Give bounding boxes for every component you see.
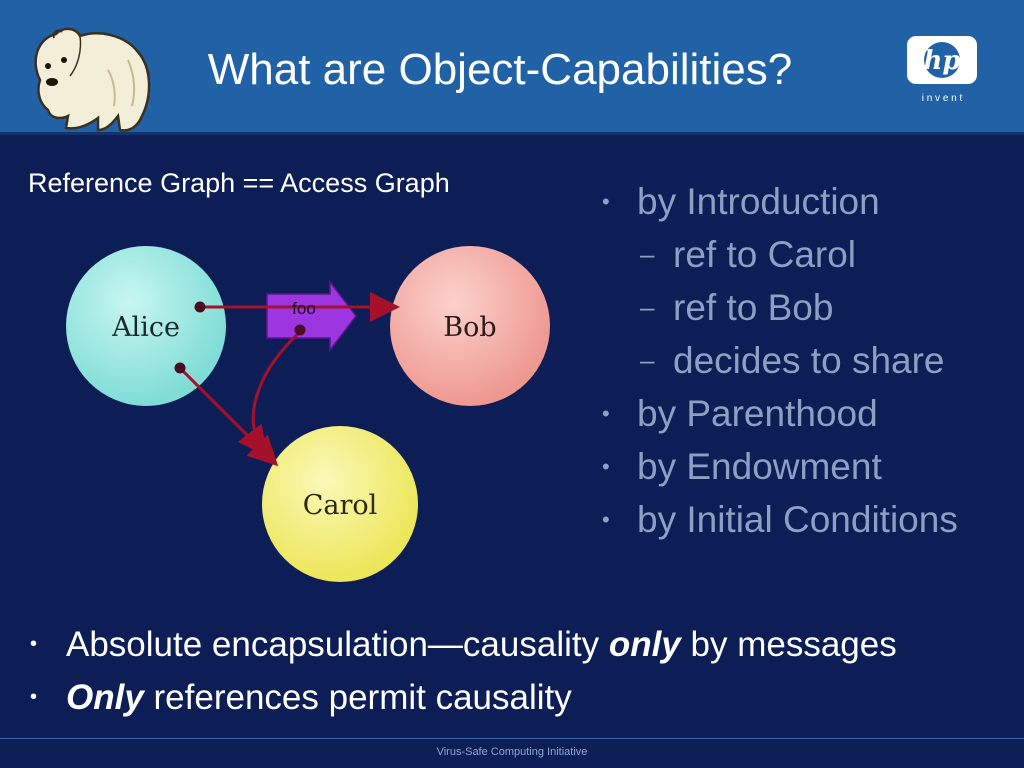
- alice-bob-pointer-dot: [194, 301, 206, 313]
- footer-rule: [0, 738, 1024, 739]
- bob-label: Bob: [443, 312, 496, 343]
- alice-carol-pointer-dot: [174, 362, 186, 374]
- hp-logo-icon: hp i n v e n t: [907, 36, 977, 104]
- list-item-text: ref to Bob: [673, 287, 834, 328]
- list-item: –ref to Carol: [598, 228, 1018, 281]
- alice-label: Alice: [111, 312, 180, 343]
- list-item: • Absolute encapsulation—causality only b…: [30, 618, 897, 671]
- propagation-list: •by Introduction –ref to Carol –ref to B…: [598, 175, 1018, 546]
- list-item-text: by Introduction: [637, 181, 880, 222]
- dash-marker: –: [640, 292, 655, 322]
- list-item-text: decides to share: [673, 340, 945, 381]
- principle-text-start: Absolute encapsulation—causality: [66, 625, 609, 664]
- bullet-marker: •: [602, 401, 610, 426]
- list-item-text: ref to Carol: [673, 234, 857, 275]
- bullet-marker: •: [30, 686, 38, 708]
- bullet-marker: •: [30, 633, 38, 655]
- diagram-caption: Reference Graph == Access Graph: [28, 168, 450, 198]
- foo-to-carol-reference: [237, 330, 302, 457]
- list-item: • by Endowment: [598, 440, 1018, 493]
- list-item-text: by Endowment: [637, 446, 882, 487]
- foo-message-label: foo: [292, 299, 316, 318]
- alice-to-carol-reference: [178, 366, 279, 467]
- hp-logo-text: hp: [923, 46, 960, 76]
- list-item: –ref to Bob: [598, 281, 1018, 334]
- principle-emphasis: only: [608, 625, 681, 664]
- bullet-marker: •: [602, 507, 610, 532]
- dash-marker: –: [640, 345, 655, 375]
- list-item: –decides to share: [598, 334, 1018, 387]
- principle-text-end: references permit causality: [143, 678, 572, 717]
- footer-text: Virus-Safe Computing Initiative: [436, 746, 588, 758]
- list-item: • by Introduction: [598, 175, 1018, 228]
- polar-bear-icon: [34, 27, 151, 132]
- list-item-text: by Parenthood: [637, 393, 878, 434]
- carol-label: Carol: [303, 490, 378, 521]
- foo-carol-pointer-dot: [294, 324, 306, 336]
- alice-node: [66, 246, 226, 406]
- list-item-text: by Initial Conditions: [637, 499, 958, 540]
- foo-message-arrow: [266, 279, 357, 353]
- hp-logo-tagline: i n v e n t: [922, 93, 963, 104]
- list-item: • by Initial Conditions: [598, 493, 1018, 546]
- principles-list: • Absolute encapsulation—causality only b…: [30, 618, 897, 724]
- principle-emphasis: Only: [66, 678, 144, 717]
- title-bar-rule: [0, 132, 1024, 135]
- slide-title: What are Object-Capabilities?: [207, 45, 793, 94]
- list-item: • by Parenthood: [598, 387, 1018, 440]
- title-bar: [0, 0, 1024, 134]
- list-item: • Only references permit causality: [30, 671, 897, 724]
- bob-node: [390, 246, 550, 406]
- bullet-marker: •: [602, 454, 610, 479]
- principle-text-end: by messages: [680, 625, 897, 664]
- carol-node: [262, 426, 418, 582]
- bullet-marker: •: [602, 189, 610, 214]
- dash-marker: –: [640, 239, 655, 269]
- reference-graph-diagram: Alice Bob Carol foo: [66, 246, 550, 582]
